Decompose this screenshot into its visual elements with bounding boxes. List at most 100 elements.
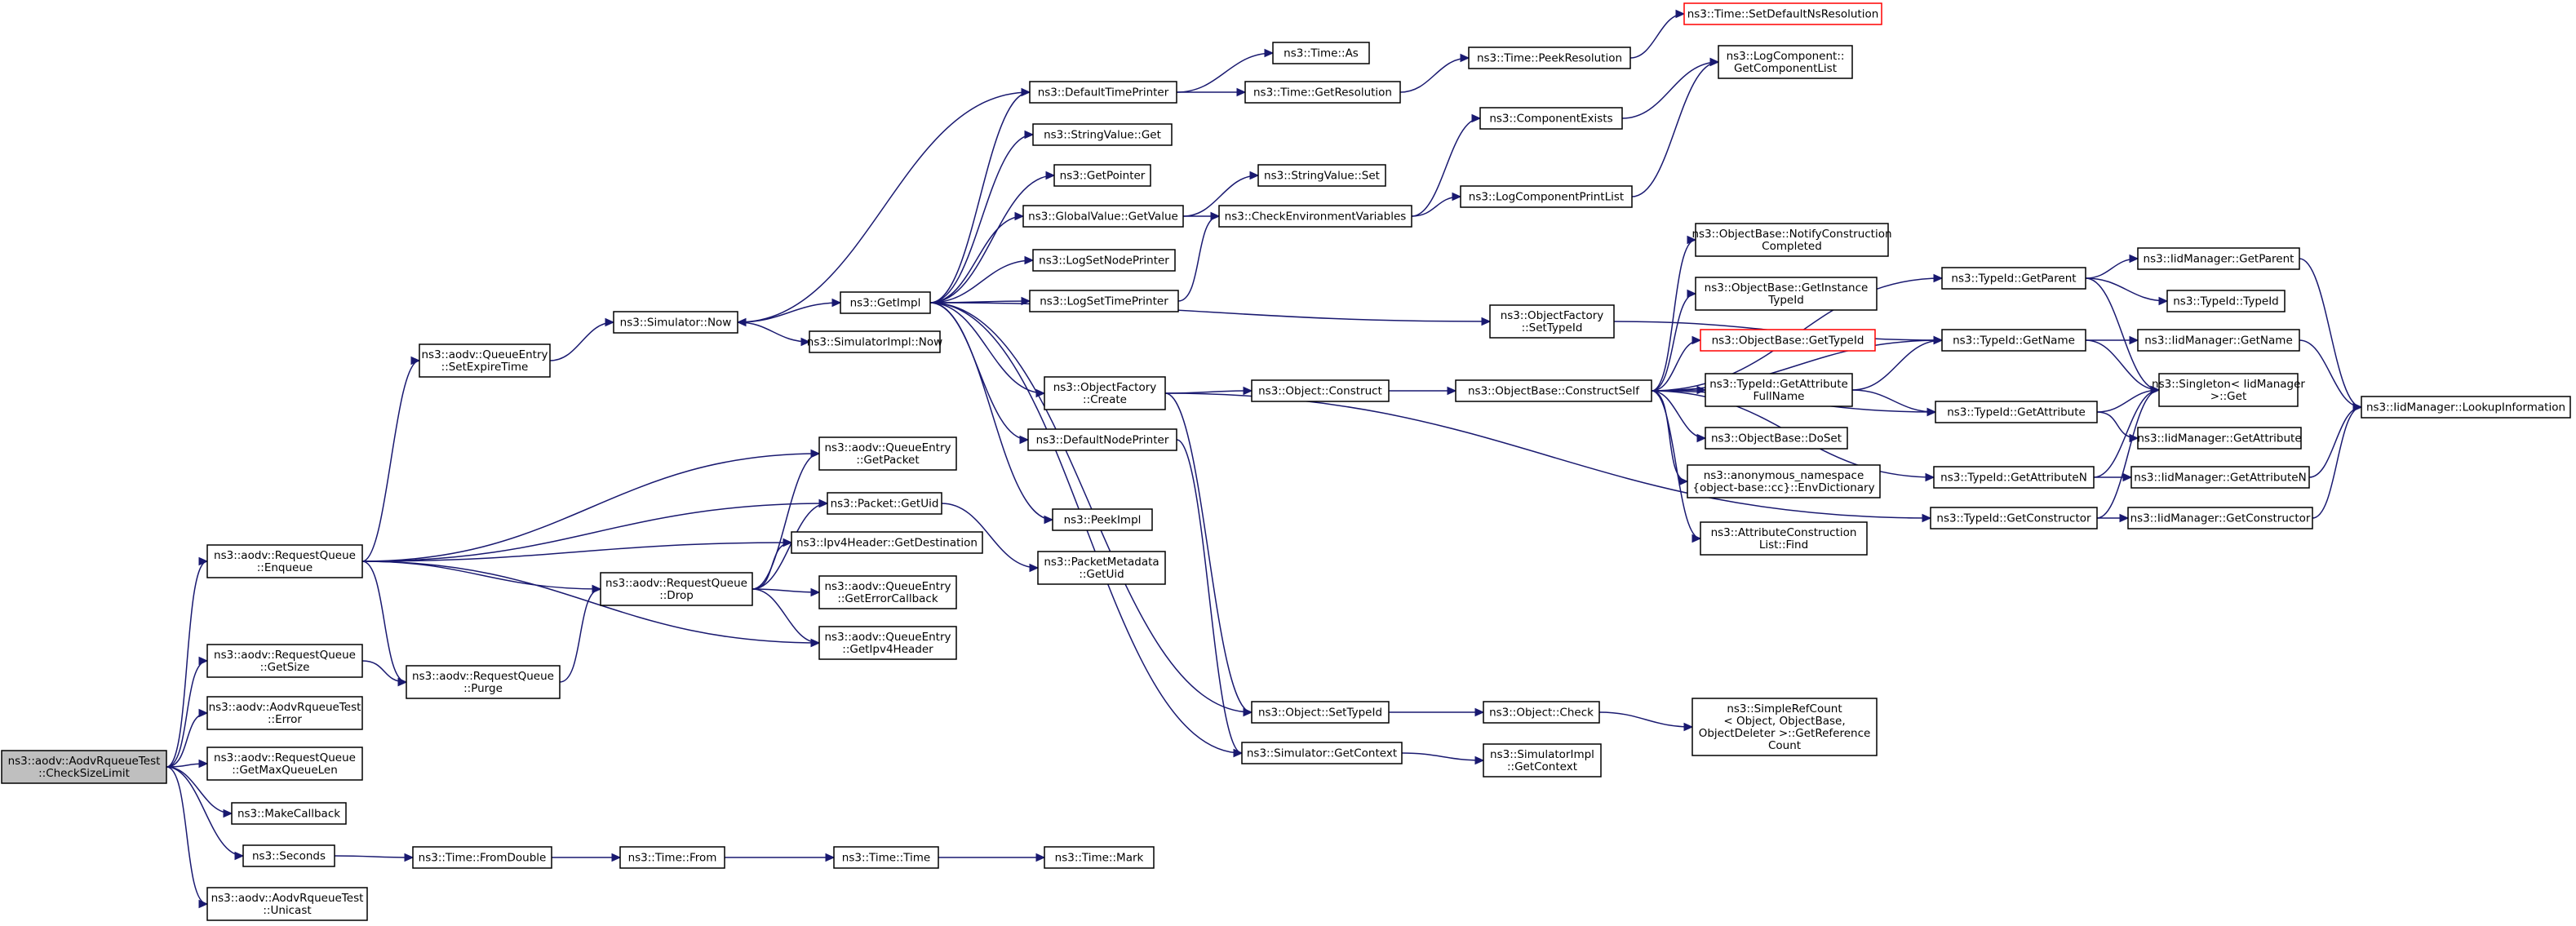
call-edge-root-to-gmql xyxy=(166,759,209,769)
node-obconst[interactable]: ns3::ObjectBase::ConstructSelf xyxy=(1455,379,1652,402)
call-edge-enq-to-pktuid xyxy=(361,498,829,562)
call-edge-peekres-to-setdef xyxy=(1629,9,1686,59)
node-ofsettid[interactable]: ns3::ObjectFactory::SetTypeId xyxy=(1489,304,1615,339)
node-svset[interactable]: ns3::StringValue::Set xyxy=(1257,164,1386,187)
node-iidgetctor[interactable]: ns3::IidManager::GetConstructor xyxy=(2127,507,2313,529)
call-edge-drop-to-pktuid xyxy=(752,498,829,590)
node-gvget[interactable]: ns3::GlobalValue::GetValue xyxy=(1022,205,1184,228)
node-label: ::CheckSizeLimit xyxy=(38,767,130,780)
node-label: ::Enqueue xyxy=(257,561,313,574)
node-label: ns3::aodv::AodvRqueueTest xyxy=(209,701,361,714)
node-label: ns3::TypeId::GetAttribute xyxy=(1709,378,1848,391)
call-edge-seconds-to-fromdbl xyxy=(334,853,415,862)
node-label: ns3::LogSetNodePrinter xyxy=(1039,255,1169,268)
node-label: ns3::aodv::AodvRqueueTest xyxy=(211,892,364,905)
node-lsnp[interactable]: ns3::LogSetNodePrinter xyxy=(1032,249,1176,272)
node-seconds[interactable]: ns3::Seconds xyxy=(242,844,335,867)
node-objcheck[interactable]: ns3::Object::Check xyxy=(1483,701,1600,724)
node-tidgetattr[interactable]: ns3::TypeId::GetAttribute xyxy=(1935,401,2098,423)
node-obgettid[interactable]: ns3::ObjectBase::GetTypeId xyxy=(1700,329,1876,352)
node-obdoset[interactable]: ns3::ObjectBase::DoSet xyxy=(1705,427,1848,450)
call-edge-tidgetattr-to-iidgetattr xyxy=(2096,411,2139,443)
call-edge-tidgetctor-to-iidgetctor xyxy=(2097,513,2130,523)
node-label: ::GetUid xyxy=(1079,568,1124,581)
node-ofcreate[interactable]: ns3::ObjectFactory::Create xyxy=(1044,376,1166,410)
call-edge-obconst-to-anonenv xyxy=(1651,390,1689,486)
node-objsettid[interactable]: ns3::Object::SetTypeId xyxy=(1251,701,1390,724)
node-lstp[interactable]: ns3::LogSetTimePrinter xyxy=(1029,290,1179,312)
node-label: < Object, ObjectBase, xyxy=(1723,715,1845,728)
node-setexp[interactable]: ns3::aodv::QueueEntry::SetExpireTime xyxy=(419,343,551,378)
node-getsize[interactable]: ns3::aodv::RequestQueue::GetSize xyxy=(206,644,363,678)
node-svget[interactable]: ns3::StringValue::Get xyxy=(1032,123,1173,146)
node-peek[interactable]: ns3::PeekImpl xyxy=(1052,508,1153,531)
call-edge-obconst-to-obgetinst xyxy=(1651,289,1697,392)
node-iidgetattrn[interactable]: ns3::IidManager::GetAttributeN xyxy=(2130,466,2310,489)
node-tidgetattrn[interactable]: ns3::TypeId::GetAttributeN xyxy=(1933,466,2095,489)
node-setdef[interactable]: ns3::Time::SetDefaultNsResolution xyxy=(1683,2,1882,25)
node-label: ns3::SimpleRefCount xyxy=(1727,702,1842,716)
node-peekres[interactable]: ns3::Time::PeekResolution xyxy=(1468,47,1631,69)
node-srcgetref[interactable]: ns3::SimpleRefCount< Object, ObjectBase,… xyxy=(1691,698,1878,756)
node-label: GetComponentList xyxy=(1734,62,1837,75)
node-tidgetparent[interactable]: ns3::TypeId::GetParent xyxy=(1941,267,2086,290)
node-anonenv[interactable]: ns3::anonymous_namespace{object-base::cc… xyxy=(1687,464,1881,498)
node-ipv4dst[interactable]: ns3::Ipv4Header::GetDestination xyxy=(791,531,983,554)
node-enq[interactable]: ns3::aodv::RequestQueue::Enqueue xyxy=(206,544,363,578)
node-label: ::GetIpv4Header xyxy=(842,643,933,656)
node-time[interactable]: ns3::Time::Time xyxy=(833,846,939,869)
node-getimpl[interactable]: ns3::GetImpl xyxy=(840,291,931,314)
node-pktuid[interactable]: ns3::Packet::GetUid xyxy=(827,492,942,515)
node-label: >::Get xyxy=(2210,390,2246,403)
node-mkcb[interactable]: ns3::MakeCallback xyxy=(231,802,347,825)
node-gmql[interactable]: ns3::aodv::RequestQueue::GetMaxQueueLen xyxy=(206,747,363,781)
node-unicast[interactable]: ns3::aodv::AodvRqueueTest::Unicast xyxy=(206,887,368,921)
node-compex[interactable]: ns3::ComponentExists xyxy=(1479,107,1623,130)
node-cev[interactable]: ns3::CheckEnvironmentVariables xyxy=(1218,205,1412,228)
node-lcpl[interactable]: ns3::LogComponentPrintList xyxy=(1460,185,1633,208)
node-label: ns3::aodv::RequestQueue xyxy=(214,649,356,662)
node-iidgetname[interactable]: ns3::IidManager::GetName xyxy=(2137,329,2300,352)
node-getpkt[interactable]: ns3::aodv::QueueEntry::GetPacket xyxy=(818,436,957,471)
node-fromdbl[interactable]: ns3::Time::FromDouble xyxy=(412,846,552,869)
node-purge[interactable]: ns3::aodv::RequestQueue::Purge xyxy=(406,665,561,699)
node-singleton[interactable]: ns3::Singleton< IidManager>::Get xyxy=(2152,373,2305,407)
node-lcgcl[interactable]: ns3::LogComponent::GetComponentList xyxy=(1718,45,1853,79)
node-simgetctx[interactable]: ns3::Simulator::GetContext xyxy=(1241,742,1403,764)
node-error[interactable]: ns3::aodv::AodvRqueueTest::Error xyxy=(206,696,363,730)
call-edge-getimpl-to-lsnp xyxy=(929,255,1035,303)
node-simimplnow[interactable]: ns3::SimulatorImpl::Now xyxy=(807,330,942,353)
node-label: ns3::Packet::GetUid xyxy=(831,498,939,511)
node-drop[interactable]: ns3::aodv::RequestQueue::Drop xyxy=(600,572,753,606)
node-simnow[interactable]: ns3::Simulator::Now xyxy=(613,311,738,334)
node-iidgetattr[interactable]: ns3::IidManager::GetAttribute xyxy=(2137,427,2302,450)
node-mark[interactable]: ns3::Time::Mark xyxy=(1044,846,1155,869)
node-dtp[interactable]: ns3::DefaultTimePrinter xyxy=(1029,81,1177,104)
node-pmuid[interactable]: ns3::PacketMetadata::GetUid xyxy=(1037,551,1166,585)
node-label: ::SetExpireTime xyxy=(441,361,529,374)
node-tidgetctor[interactable]: ns3::TypeId::GetConstructor xyxy=(1930,507,2098,529)
node-label: ns3::TypeId::GetAttribute xyxy=(1947,406,2086,419)
node-dnp[interactable]: ns3::DefaultNodePrinter xyxy=(1027,428,1177,451)
node-getipv4[interactable]: ns3::aodv::QueueEntry::GetIpv4Header xyxy=(818,626,957,660)
node-simimplctx[interactable]: ns3::SimulatorImpl::GetContext xyxy=(1483,743,1602,778)
node-tidtid[interactable]: ns3::TypeId::TypeId xyxy=(2166,290,2286,312)
node-objconst[interactable]: ns3::Object::Construct xyxy=(1251,379,1390,402)
node-label: ns3::aodv::RequestQueue xyxy=(214,751,356,764)
node-iidlookup[interactable]: ns3::IidManager::LookupInformation xyxy=(2361,396,2571,419)
node-iidgetparent[interactable]: ns3::IidManager::GetParent xyxy=(2137,247,2300,270)
node-tidgetname[interactable]: ns3::TypeId::GetName xyxy=(1941,329,2086,352)
call-edge-getimpl-to-gvget xyxy=(929,211,1025,303)
node-getres[interactable]: ns3::Time::GetResolution xyxy=(1244,81,1401,104)
node-getptr[interactable]: ns3::GetPointer xyxy=(1053,164,1151,187)
node-root[interactable]: ns3::aodv::AodvRqueueTest::CheckSizeLimi… xyxy=(1,750,167,784)
node-errcb[interactable]: ns3::aodv::QueueEntry::GetErrorCallback xyxy=(818,575,957,609)
node-timeas[interactable]: ns3::Time::As xyxy=(1272,42,1370,64)
node-obnotify[interactable]: ns3::ObjectBase::NotifyConstructionCompl… xyxy=(1691,223,1892,257)
node-label: Count xyxy=(1768,739,1801,752)
node-from[interactable]: ns3::Time::From xyxy=(619,846,725,869)
call-edge-root-to-getsize xyxy=(166,656,209,768)
